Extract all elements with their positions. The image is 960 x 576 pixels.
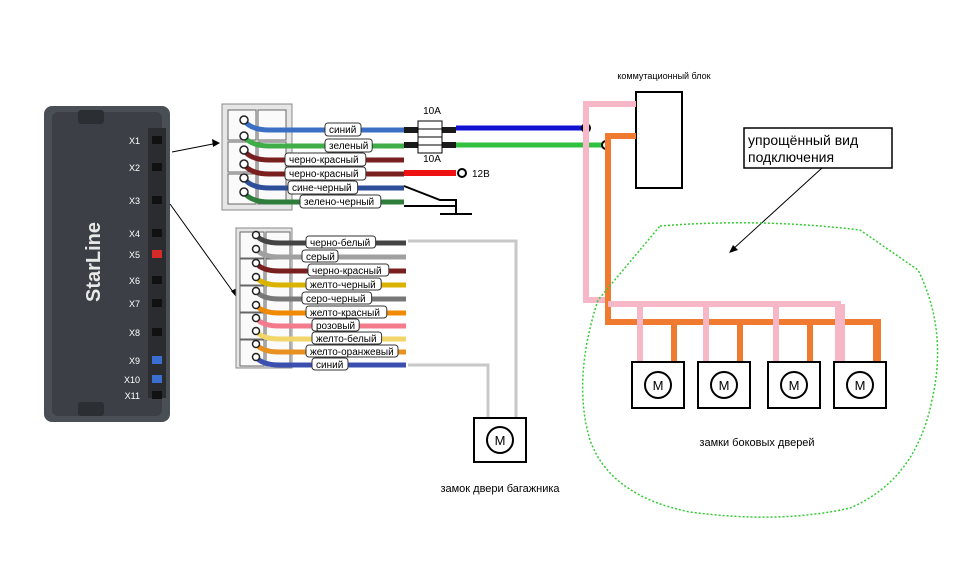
port-label: X11 [125, 391, 140, 401]
trunk-motor-label: M [495, 433, 506, 448]
wire-bottom-label: серо-черный [306, 294, 366, 305]
wire-top-label: сине-черный [292, 183, 352, 194]
wire-bottom-label: желто-красный [310, 308, 380, 319]
wire-top-label: черно-красный [289, 169, 359, 180]
port-label: X2 [129, 163, 140, 173]
side-motor-label: M [789, 378, 800, 393]
side-locks-zone [581, 222, 939, 518]
port-label: X5 [129, 250, 140, 260]
trunk-wire-1 [408, 239, 518, 418]
fuse-bottom-label: 10А [423, 154, 441, 165]
brand-logo: StarLine [83, 222, 105, 302]
simplified-view-box [743, 127, 893, 169]
port-label: X3 [129, 196, 140, 206]
wire-bottom-label: черно-белый [310, 237, 370, 249]
module-face [52, 112, 162, 416]
wire-top-label: черно-красный [289, 155, 359, 166]
fuse-top [404, 120, 456, 138]
connector-bottom: черно-белый серый черно-красный желто-черны… [235, 227, 406, 371]
port-label: X6 [129, 276, 140, 286]
power-label: 12В [472, 169, 490, 180]
trunk-wire-2 [408, 363, 490, 418]
wire-bottom-label: серый [306, 252, 335, 263]
switch-block [635, 91, 683, 189]
wire-bottom-label: желто-оранжевый [310, 347, 394, 358]
wire-top-label: зеленый [329, 141, 368, 152]
wire-bottom-label: розовый [316, 321, 355, 332]
port-label: X1 [129, 136, 140, 146]
pink-wire [583, 101, 636, 303]
port-pins [152, 163, 162, 171]
port-pins [152, 356, 162, 364]
power-wire [404, 170, 456, 176]
power-terminal [457, 168, 467, 178]
port-pins [152, 136, 162, 144]
mount-tab-bottom [78, 402, 104, 416]
arrow-to-top-connector [171, 142, 219, 153]
port-pins [152, 328, 162, 336]
wire-top-label: зелено-черный [304, 197, 374, 208]
simplified-arrow [731, 167, 823, 251]
side-lock-motor [767, 361, 821, 409]
port-pins [152, 276, 162, 284]
wire-bottom-label: желто-черный [310, 280, 376, 291]
connector-cell [257, 109, 287, 141]
arrow-to-bottom-connector [169, 203, 237, 297]
port-pins [152, 299, 162, 307]
simplified-view-line2: подключения [748, 149, 834, 165]
wire-bottom-label: черно-красный [312, 266, 382, 277]
connector-top: синий зеленый черно-красный черно-красный си… [221, 103, 404, 211]
wire-bottom-label: желто-белый [316, 333, 377, 345]
simplified-view-line1: упрощённый вид [748, 132, 858, 148]
port-pins [152, 250, 162, 258]
wire-top-label: синий [329, 125, 356, 136]
trunk-lock-label: замок двери багажника [440, 483, 560, 495]
port-label: X10 [124, 375, 140, 385]
side-locks-label: замки боковых дверей [699, 437, 814, 449]
side-motor-label: M [855, 378, 866, 393]
port-label: X7 [129, 299, 140, 309]
port-pins [152, 229, 162, 237]
port-label: X9 [129, 356, 140, 366]
port-label: X4 [129, 229, 140, 239]
arrowhead-top [212, 139, 220, 147]
mount-tab-top [78, 110, 104, 124]
wire-bottom-label: синий [316, 360, 343, 371]
port-pins [152, 196, 162, 204]
port-pins [152, 375, 162, 383]
fuse-top-label: 10А [423, 106, 441, 117]
port-pins [152, 391, 162, 399]
side-motor-label: M [719, 378, 730, 393]
port-label: X8 [129, 328, 140, 338]
switch-block-label: коммутационный блок [617, 71, 710, 81]
ground-wire [403, 185, 457, 214]
pink-bus [608, 301, 841, 362]
side-motor-label: M [653, 378, 664, 393]
fuse-bottom [404, 136, 456, 154]
